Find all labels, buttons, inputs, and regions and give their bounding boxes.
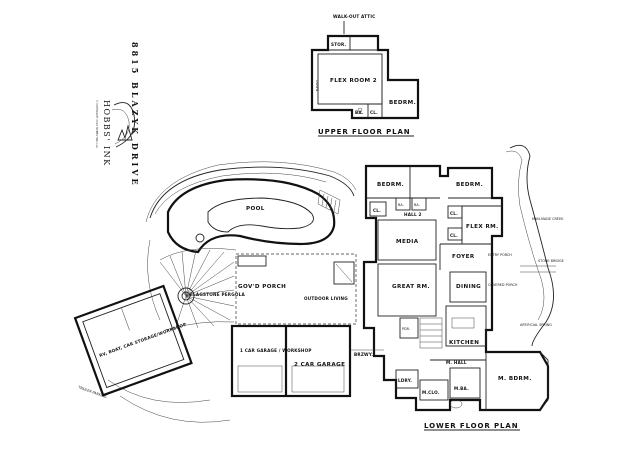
upper-floor-title: UPPER FLOOR PLAN (318, 128, 411, 136)
room-cl: CL. (370, 110, 378, 115)
stair-down-label: DOWN (315, 80, 319, 92)
room-entry-porch: ENTRY PORCH (488, 253, 512, 257)
label-flagstone-pergola: FLAGSTONE PERGOLA (190, 292, 245, 297)
brand-fine-print: © COPYRIGHT 2014 HOBBS' INK, LLC (95, 100, 99, 148)
room-cl-2: CL. (450, 211, 458, 216)
brand-name: HOBBS' INK (102, 100, 111, 167)
room-flex-room-2: FLEX ROOM 2 (330, 78, 377, 84)
room-1-car-garage: 1 CAR GARAGE / WORKSHOP (240, 348, 312, 353)
room-ba: BA. (355, 110, 364, 115)
label-artificial-spring: ARTIFICIAL SPRING (520, 323, 552, 327)
lower-floor-plan: GOV'D PORCH OUTDOOR LIVING 1 CAR GARAGE … (230, 164, 550, 431)
room-foyer: FOYER (452, 254, 475, 260)
room-pdr: PDR. (402, 327, 410, 331)
garage-block (230, 324, 352, 398)
house-outline (362, 164, 550, 412)
man-made-creek (509, 144, 554, 347)
room-pool: POOL (246, 206, 265, 212)
room-dining: DINING (456, 284, 481, 290)
room-kitchen: KITCHEN (449, 340, 479, 346)
room-hall-2: HALL 2 (404, 212, 422, 217)
room-ba-1: BA. (398, 203, 404, 207)
room-ba-2: BA. (414, 203, 420, 207)
room-m-ba: M.BA. (454, 386, 469, 391)
room-outdoor-living: OUTDOOR LIVING (304, 296, 348, 301)
room-bedrm-1: BEDRM. (377, 182, 404, 188)
room-bedrm-2: BEDRM. (456, 182, 483, 188)
logo-mark-icon (117, 124, 133, 141)
room-m-clo: M.CLO. (422, 390, 440, 395)
title-block: 8815 BLAZYK DRIVE HOBBS' INK © COPYRIGHT… (95, 42, 140, 188)
flagstone-pergola (159, 248, 237, 331)
room-rv-storage: RV, BOAT, CAR STORAGE/WORKSHOP (99, 322, 187, 358)
stone-bridge (520, 265, 556, 273)
label-man-made-creek: MAN-MADE CREEK (532, 217, 564, 221)
lower-floor-title: LOWER FLOOR PLAN (424, 422, 518, 430)
room-bedrm-upper: BEDRM. (389, 100, 416, 106)
firepit-icon (195, 233, 205, 243)
brand-logo: HOBBS' INK © COPYRIGHT 2014 HOBBS' INK, … (95, 100, 136, 167)
room-m-bdrm: M. BDRM. (498, 376, 532, 382)
room-2-car-garage: 2 CAR GARAGE (294, 362, 345, 368)
room-great-rm: GREAT RM. (392, 284, 430, 290)
room-covered-porch: COVERED PORCH (488, 283, 518, 287)
room-walkout-attic: WALK-OUT ATTIC (333, 14, 375, 19)
room-stor: STOR. (331, 42, 347, 47)
room-govd-porch: GOV'D PORCH (238, 284, 286, 290)
site-landscape: POOL (77, 144, 564, 423)
pool-outline (166, 178, 336, 254)
room-cl-1: CL. (373, 208, 381, 213)
room-brzwy: BRZWY. (354, 352, 373, 357)
room-flex-rm: FLEX RM. (466, 224, 499, 230)
address-text: 8815 BLAZYK DRIVE (130, 42, 140, 188)
room-media: MEDIA (396, 239, 419, 245)
label-stone-bridge: STONE BRIDGE (538, 259, 564, 263)
covered-porch-area (235, 253, 357, 325)
room-cl-3: CL. (450, 233, 458, 238)
upper-floor-plan: WALK-OUT ATTIC STOR. FLEX ROOM 2 DOWN BA… (310, 14, 420, 137)
rv-storage-building: RV, BOAT, CAR STORAGE/WORKSHOP (73, 284, 193, 397)
room-ldry: LDRY. (398, 378, 412, 383)
room-m-hall: M. HALL (446, 360, 467, 365)
